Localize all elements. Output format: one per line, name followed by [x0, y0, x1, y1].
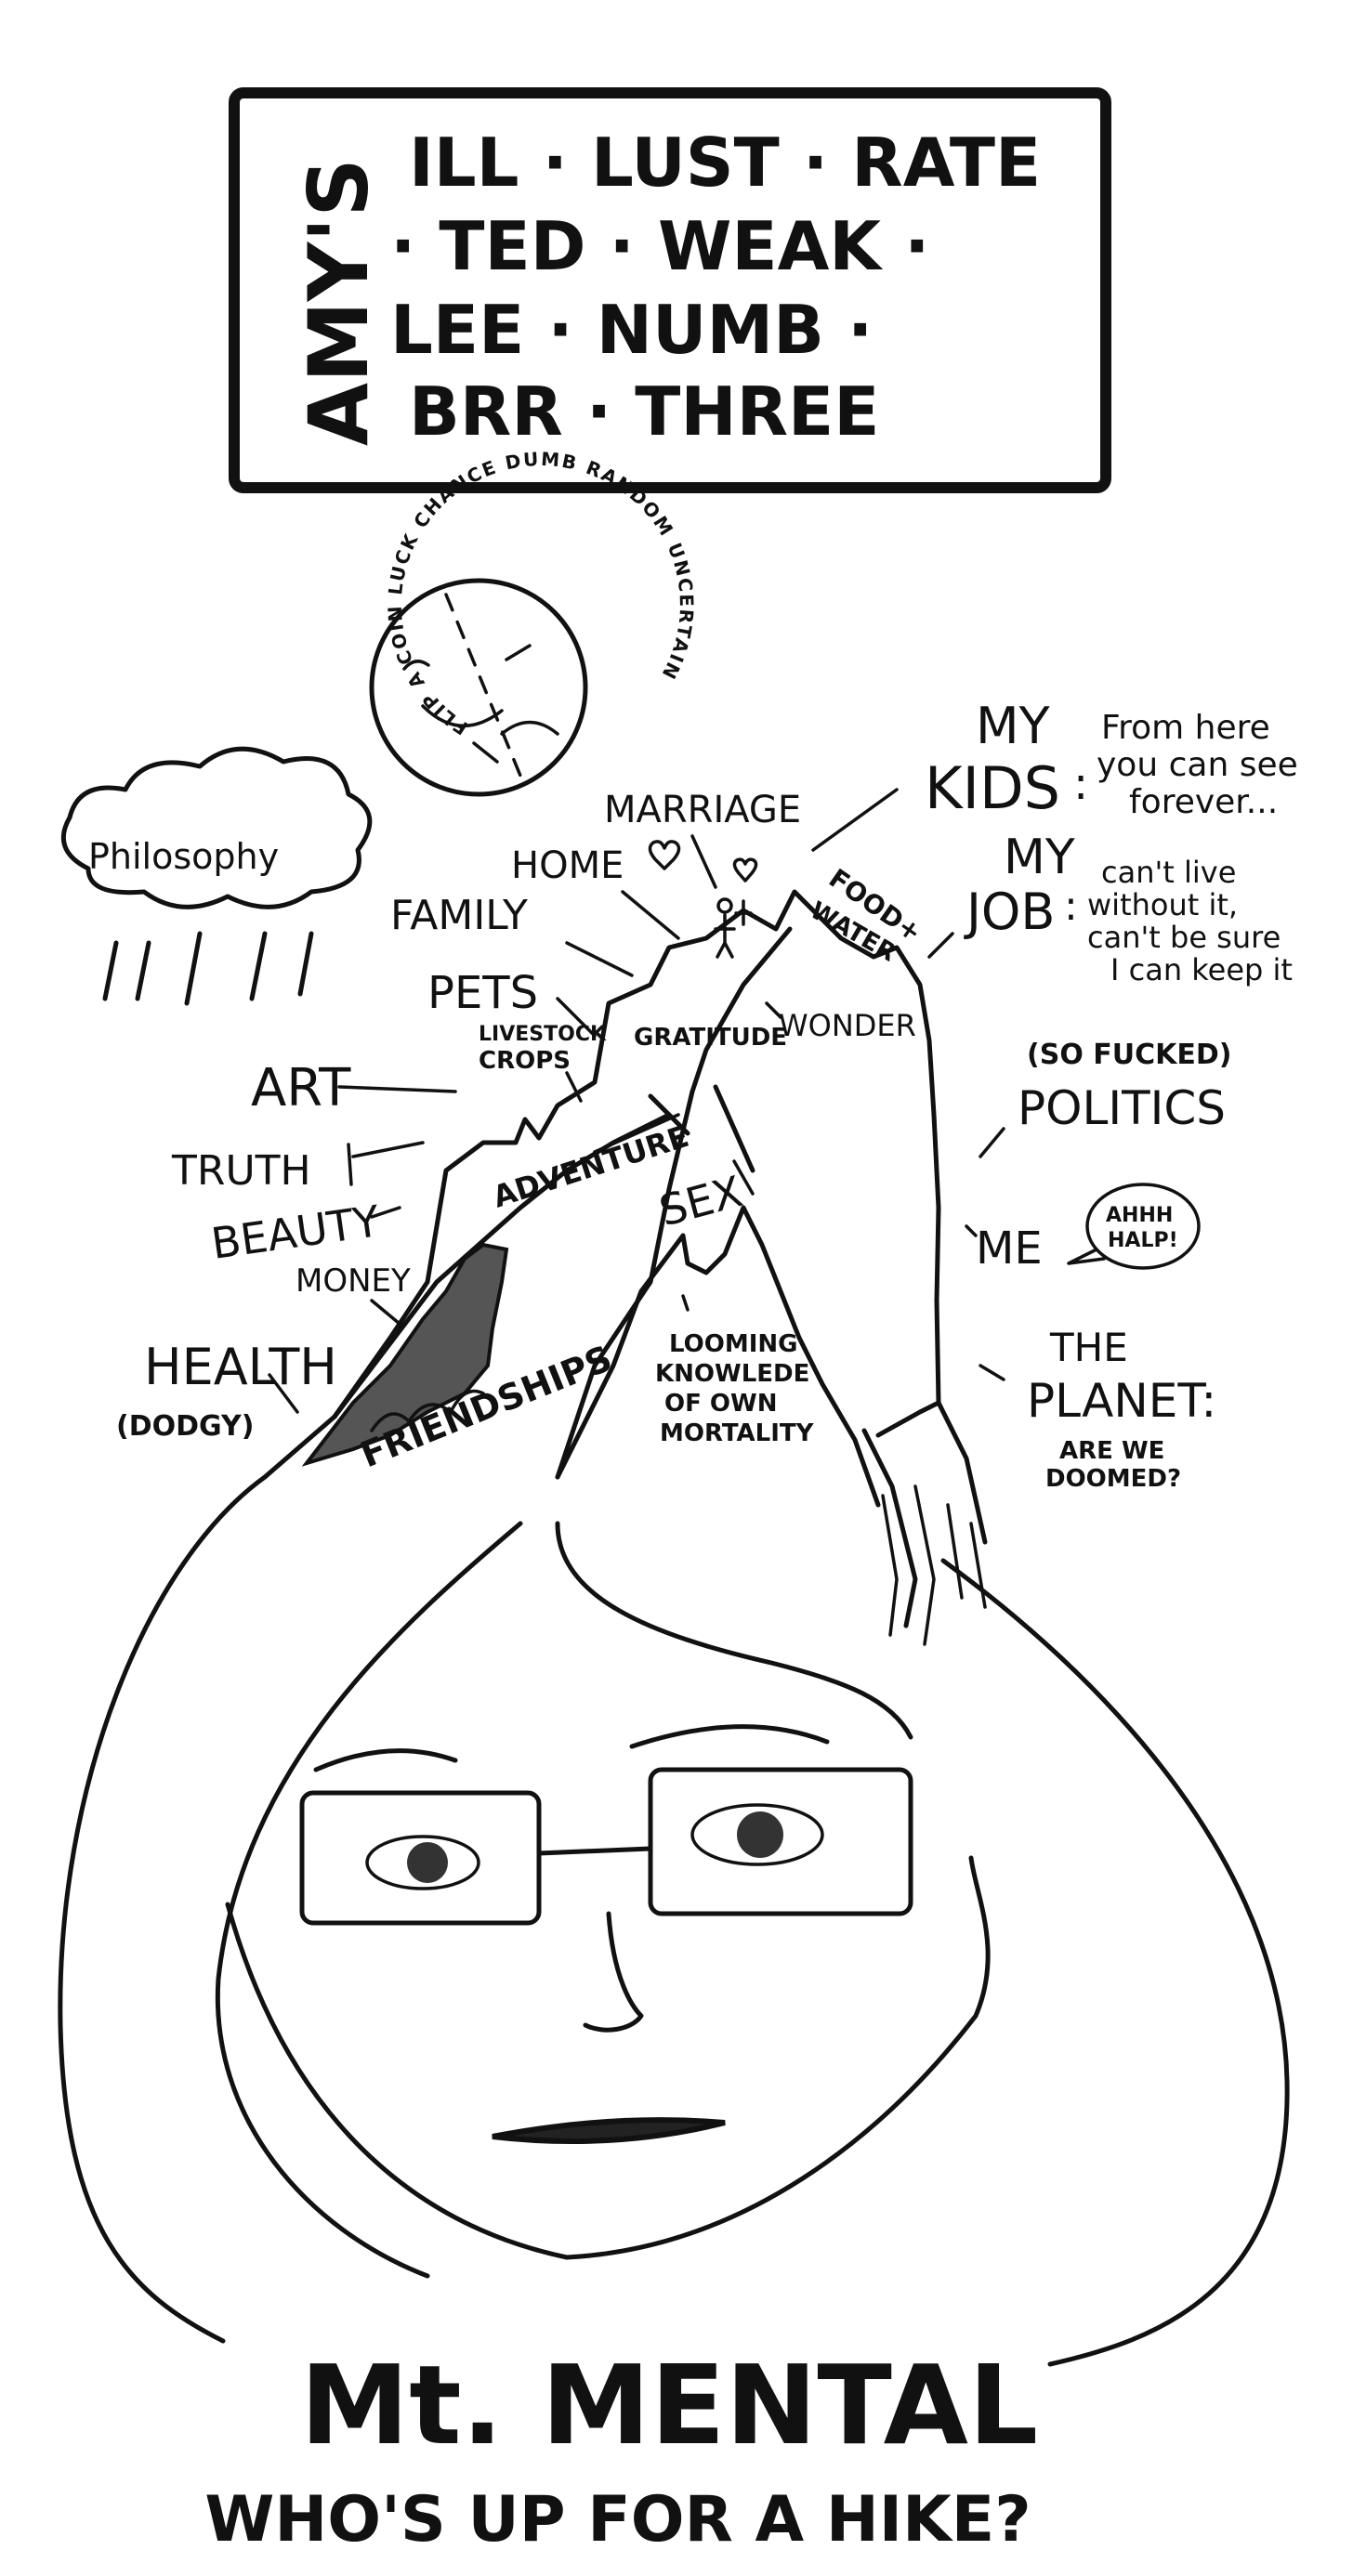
right-labels: MY KIDS : From here you can see forever.…	[811, 697, 1298, 1493]
job-note-2: without it,	[1087, 887, 1238, 922]
caption-subtitle: WHO'S UP FOR A HIKE?	[204, 2483, 1031, 2556]
job-note-4: I can keep it	[1110, 952, 1293, 987]
label-gratitude: GRATITUDE	[634, 1024, 787, 1052]
label-health-note: (DODGY)	[116, 1410, 254, 1443]
label-job-b: JOB	[964, 883, 1055, 941]
politics-note: (SO FUCKED)	[1027, 1039, 1232, 1071]
me-speech-2: HALP!	[1108, 1229, 1178, 1252]
svg-text::: :	[1064, 883, 1078, 930]
philosophy-cloud: Philosophy	[60, 746, 373, 1006]
label-health: HEALTH	[144, 1338, 337, 1396]
job-note-1: can't live	[1101, 855, 1236, 890]
title-line-3: LEE · NUMB ·	[390, 291, 873, 369]
label-money: MONEY	[296, 1262, 411, 1300]
label-pets: PETS	[427, 967, 538, 1019]
label-family: FAMILY	[390, 892, 528, 939]
label-truth: TRUTH	[171, 1147, 311, 1195]
kids-note-1: From here	[1101, 709, 1270, 747]
label-kids-b: KIDS	[925, 754, 1060, 822]
label-home: HOME	[511, 844, 624, 887]
title-box: AMY'S ILL · LUST · RATE · TED · WEAK · L…	[229, 87, 1111, 493]
caption-title: Mt. MENTAL	[300, 2341, 1038, 2469]
label-marriage: MARRIAGE	[604, 789, 801, 831]
label-planet-b: PLANET:	[1027, 1374, 1216, 1428]
title-line-2: · TED · WEAK ·	[390, 207, 930, 285]
cloud-label: Philosophy	[88, 836, 279, 877]
head	[58, 1474, 1290, 2367]
label-mortality-2: KNOWLEDE	[655, 1360, 809, 1388]
label-beauty: BEAUTY	[208, 1196, 384, 1269]
planet-note-2: DOOMED?	[1045, 1465, 1181, 1493]
kids-note-3: forever...	[1129, 783, 1278, 821]
label-kids-a: MY	[976, 697, 1051, 755]
sun-face: FLIP A COIN LUCK CHANCE DUMB RANDOM UNCE…	[369, 448, 696, 797]
caption: Mt. MENTAL WHO'S UP FOR A HIKE?	[204, 2341, 1038, 2556]
label-livestock: LIVESTOCK	[479, 1023, 607, 1046]
label-wonder: WONDER	[779, 1008, 916, 1043]
label-sex: SEX	[654, 1166, 748, 1236]
mountain	[262, 840, 988, 1646]
job-note-3: can't be sure	[1087, 920, 1281, 955]
label-crops: CROPS	[479, 1047, 571, 1075]
label-mortality-4: MORTALITY	[660, 1419, 815, 1447]
svg-text::: :	[1073, 758, 1088, 810]
me-speech-1: AHHH	[1106, 1204, 1173, 1227]
label-job-a: MY	[1004, 830, 1075, 885]
planet-note-1: ARE WE	[1059, 1437, 1164, 1465]
kids-note-2: you can see	[1097, 746, 1298, 784]
label-mortality-3: OF OWN	[664, 1390, 777, 1418]
title-line-1: ILL · LUST · RATE	[409, 124, 1041, 202]
label-mortality-1: LOOMING	[669, 1330, 798, 1358]
title-owner: AMY'S	[291, 158, 387, 446]
label-me: ME	[976, 1223, 1043, 1275]
label-art: ART	[251, 1058, 351, 1118]
label-politics: POLITICS	[1018, 1081, 1226, 1135]
title-line-4: BRR · THREE	[409, 373, 879, 451]
label-planet-a: THE	[1049, 1325, 1128, 1370]
